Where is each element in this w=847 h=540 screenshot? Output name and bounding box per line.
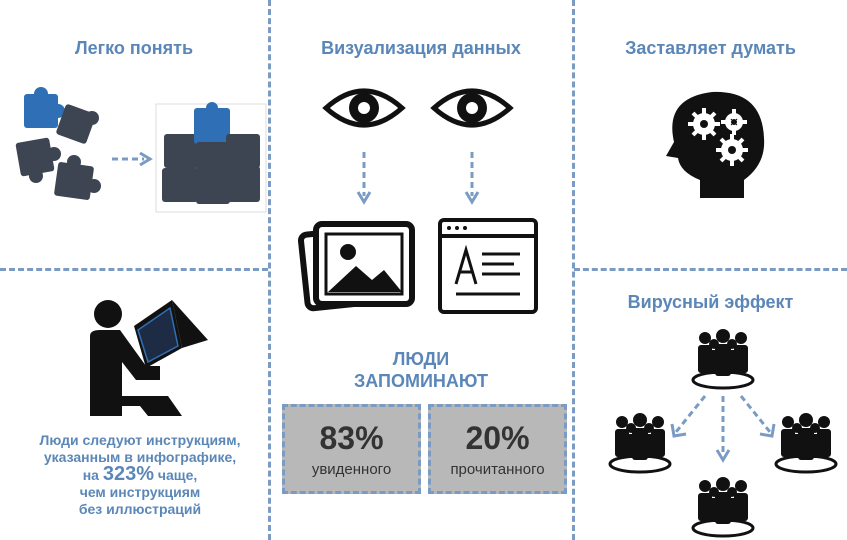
stat-seen-label: увиденного: [311, 461, 392, 478]
image-gallery-icon: [297, 221, 415, 312]
arrow-down-icon: [356, 152, 372, 205]
title-easy: Легко понять: [74, 38, 194, 58]
stat-seen-percent: 83%: [319, 420, 384, 456]
divider-vertical-left: [268, 0, 271, 540]
instructions-line-3-prefix: на: [82, 467, 103, 483]
stat-seen-box: 83% увиденного: [282, 404, 421, 494]
stat-read-label: прочитанного: [450, 461, 545, 478]
divider-horizontal-right: [574, 268, 847, 271]
people-group-icon: [774, 411, 838, 474]
eye-icon: [322, 88, 406, 128]
instructions-line-3-suffix: чаще,: [154, 467, 198, 483]
instructions-line-1: Люди следуют инструкциям,: [39, 432, 241, 448]
arrow-right-icon: [112, 151, 153, 167]
people-group-icon: [691, 475, 755, 538]
instructions-percent: 323%: [102, 463, 154, 485]
instructions-line-3: на 323% чаще,: [20, 463, 260, 485]
reading-person-icon: [90, 300, 208, 416]
head-gears-icon: [666, 91, 765, 198]
assembled-puzzle-icon: [155, 102, 267, 213]
text-document-icon: [438, 218, 538, 314]
memory-heading: ЛЮДИ ЗАПОМИНАЮТ: [270, 348, 572, 392]
instructions-line-2: указанным в инфографике,: [43, 449, 237, 465]
memory-heading-line-1: ЛЮДИ: [392, 349, 450, 369]
instructions-line-4: чем инструкциям: [79, 484, 201, 500]
title-visualization: Визуализация данных: [321, 38, 521, 58]
instructions-caption: Люди следуют инструкциям, указанным в ин…: [20, 432, 260, 518]
stat-read-box: 20% прочитанного: [428, 404, 567, 494]
divider-horizontal-left: [0, 268, 268, 271]
puzzle-pieces-icon: [15, 87, 101, 200]
eye-icon: [430, 88, 514, 128]
divider-vertical-right: [572, 0, 575, 540]
memory-heading-line-2: ЗАПОМИНАЮТ: [353, 371, 488, 391]
instructions-line-5: без иллюстраций: [78, 501, 202, 517]
title-think: Заставляет думать: [625, 38, 796, 58]
title-viral: Вирусный эффект: [627, 292, 794, 312]
people-group-icon: [691, 327, 755, 390]
people-group-icon: [608, 411, 672, 474]
stat-read-percent: 20%: [465, 420, 530, 456]
arrow-down-icon: [464, 152, 480, 205]
